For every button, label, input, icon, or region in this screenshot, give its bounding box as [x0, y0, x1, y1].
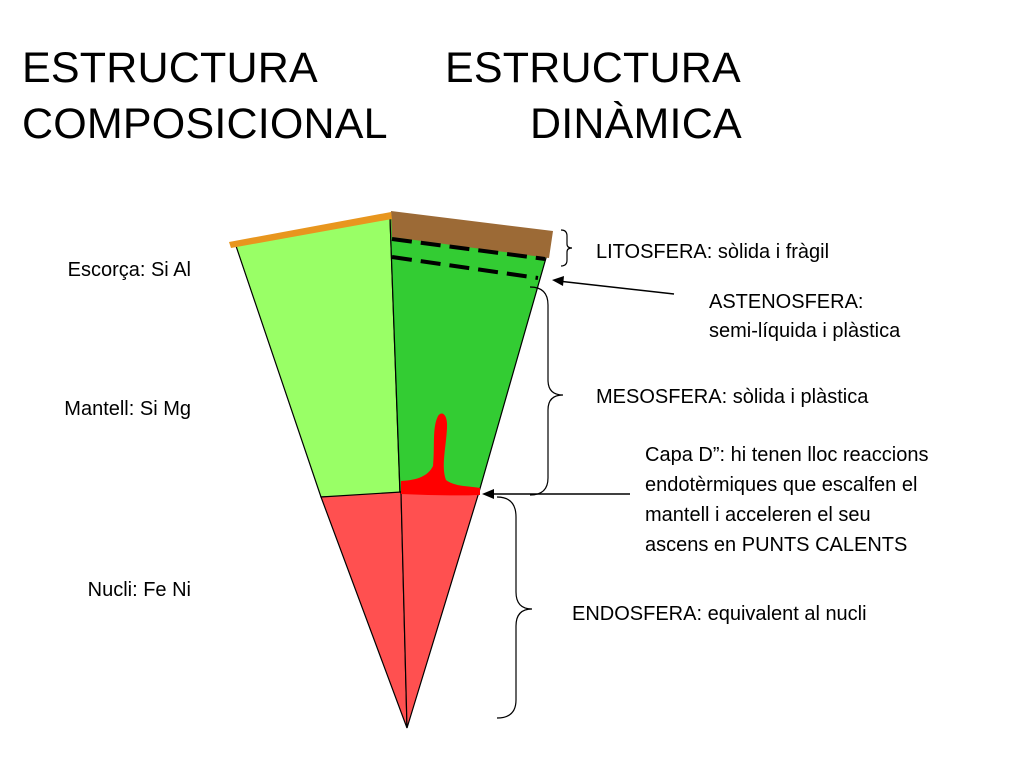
asthenosphere-label-line2: semi-líquida i plàstica [709, 320, 901, 342]
asthenosphere-label-line1: ASTENOSFERA: [709, 291, 864, 313]
mantle-label: Mantell: Si Mg [64, 398, 191, 420]
d-layer-label-line1: Capa D”: hi tenen lloc reaccions [645, 444, 929, 466]
lithosphere-label: LITOSFERA: sòlida i fràgil [596, 241, 830, 263]
asthenosphere-arrow-head [552, 276, 564, 286]
title-dinamica-line2: DINÀMICA [530, 100, 742, 148]
asthenosphere-bottom-boundary [391, 255, 539, 280]
crust-layer [229, 212, 392, 248]
d-layer-plume [401, 413, 480, 496]
title-composicional-line2: COMPOSICIONAL [22, 100, 388, 148]
title-composicional-line1: ESTRUCTURA [22, 44, 318, 92]
lithosphere-layer [391, 211, 553, 258]
mesosphere-label: MESOSFERA: sòlida i plàstica [596, 386, 869, 408]
core-composition-layer [320, 491, 408, 729]
d-layer-label-line2: endotèrmiques que escalfen el [645, 474, 918, 496]
mantle-dynamic-layer [389, 217, 551, 493]
mantle-composition-layer [235, 217, 401, 498]
d-layer-label-line3: mantell i acceleren el seu [645, 504, 871, 526]
d-layer-arrow-head [482, 489, 494, 499]
title-dinamica-line1: ESTRUCTURA [445, 44, 741, 92]
endosphere-brace [496, 496, 533, 719]
asthenosphere-arrow-line [557, 280, 675, 295]
lithosphere-brace [560, 229, 573, 267]
crust-label: Escorça: Si Al [67, 259, 191, 281]
d-layer-label-line4: ascens en PUNTS CALENTS [645, 534, 908, 556]
core-dynamic-layer [400, 491, 480, 729]
core-label: Nucli: Fe Ni [87, 579, 191, 601]
mesosphere-brace [529, 286, 564, 496]
asthenosphere-top-boundary [391, 237, 546, 261]
endosphere-label: ENDOSFERA: equivalent al nucli [572, 603, 867, 625]
